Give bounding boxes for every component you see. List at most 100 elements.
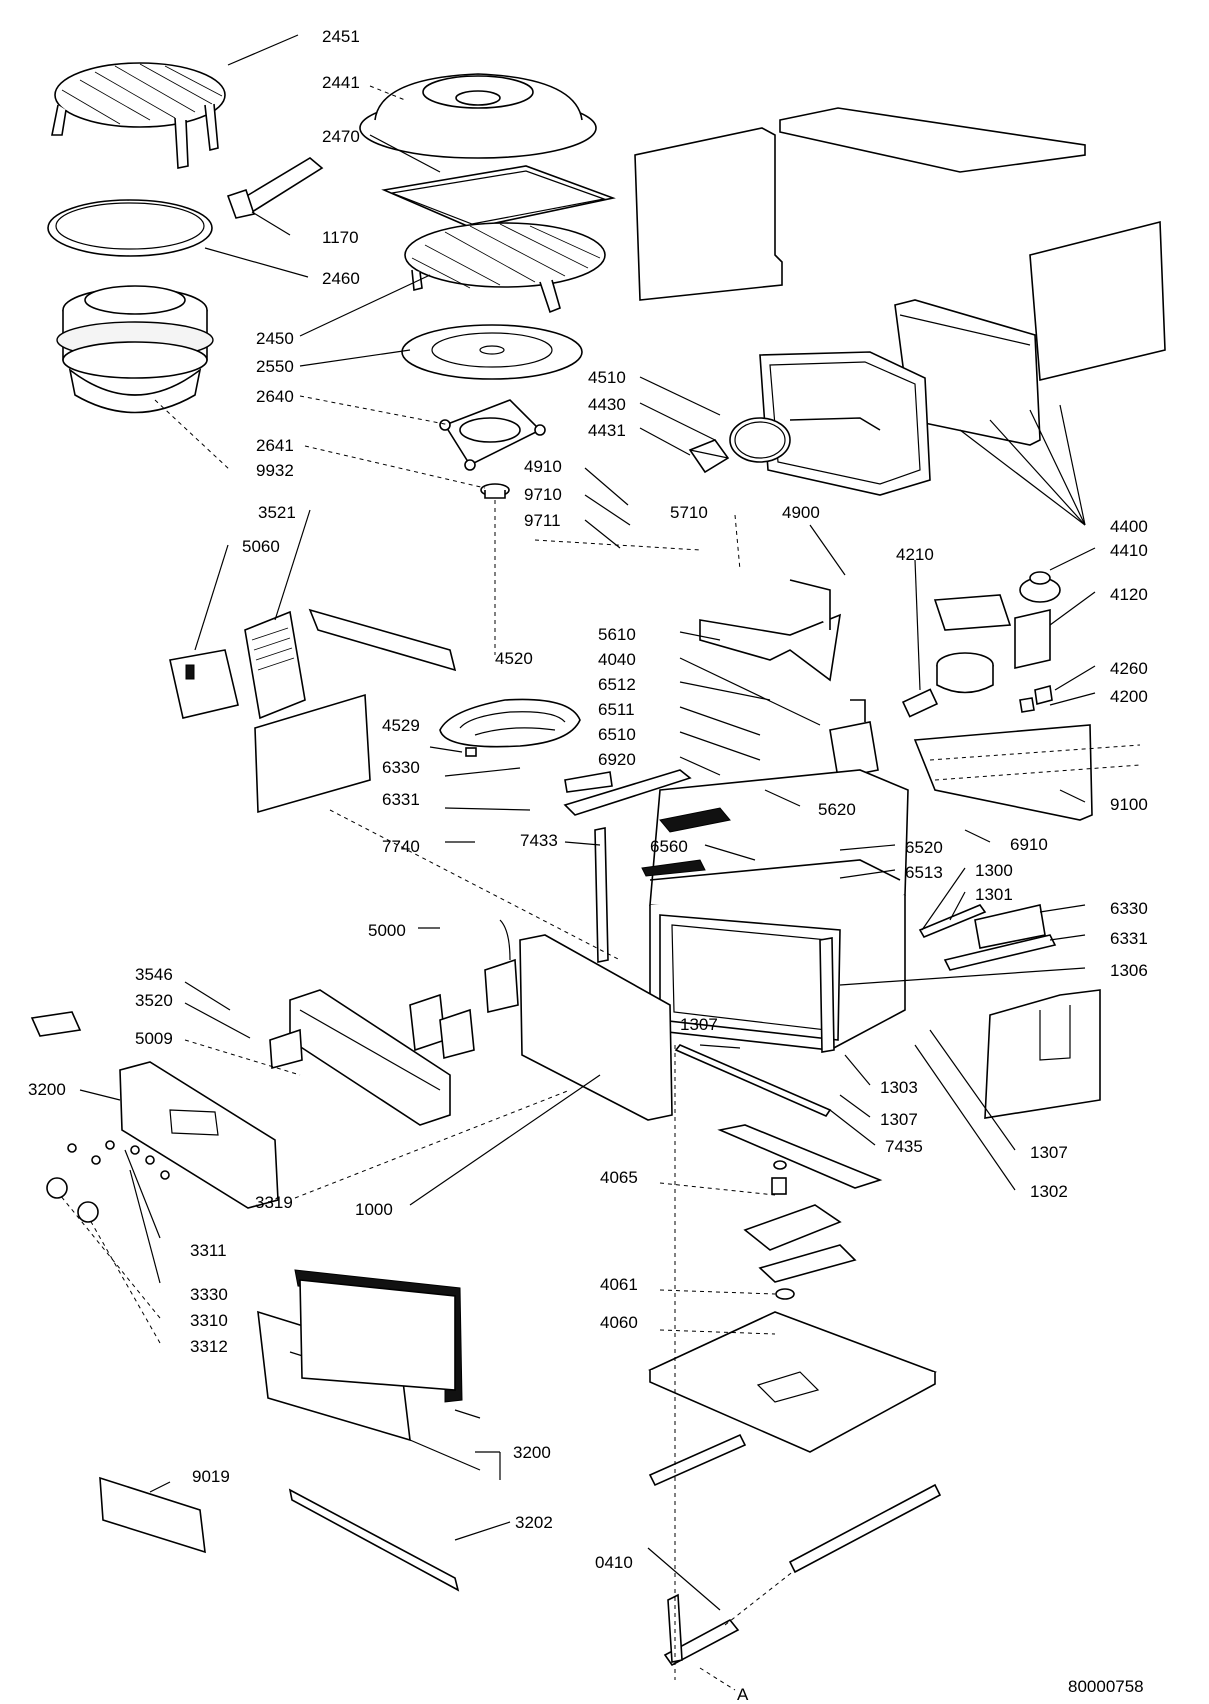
label-5620: 5620 <box>818 800 856 819</box>
label-4400: 4400 <box>1110 517 1148 536</box>
base-motor-parts <box>743 1160 857 1341</box>
crisp-plate <box>47 199 213 257</box>
right-rails <box>918 904 1057 971</box>
label-4120: 4120 <box>1110 585 1148 604</box>
label-2441: 2441 <box>322 73 360 92</box>
label-1301: 1301 <box>975 885 1013 904</box>
label-3330: 3330 <box>190 1285 228 1304</box>
bottom-trim <box>99 1476 206 1554</box>
transformer-group <box>933 571 1061 694</box>
magnetron-block <box>829 699 879 779</box>
reference-mark-a: A <box>737 1685 749 1704</box>
label-1307-b: 1307 <box>880 1110 918 1129</box>
label-3310: 3310 <box>190 1311 228 1330</box>
label-3311: 3311 <box>190 1241 227 1260</box>
knobs <box>46 1140 170 1223</box>
label-2450: 2450 <box>256 329 294 348</box>
label-6520: 6520 <box>905 838 943 857</box>
control-boards <box>169 608 457 720</box>
label-4510: 4510 <box>588 368 626 387</box>
label-7435: 7435 <box>885 1137 923 1156</box>
label-6330-left: 6330 <box>382 758 420 777</box>
label-4410: 4410 <box>1110 541 1148 560</box>
label-0410: 0410 <box>595 1553 633 1572</box>
long-strip <box>288 1488 460 1592</box>
label-9100: 9100 <box>1110 795 1148 814</box>
label-1302: 1302 <box>1030 1182 1068 1201</box>
label-5009: 5009 <box>135 1029 173 1048</box>
label-9019: 9019 <box>192 1467 230 1486</box>
label-4200: 4200 <box>1110 687 1148 706</box>
front-strips <box>594 827 835 1053</box>
label-4060: 4060 <box>600 1313 638 1332</box>
label-4520: 4520 <box>495 649 533 668</box>
label-6560: 6560 <box>650 837 688 856</box>
label-4431: 4431 <box>588 421 626 440</box>
round-rack-low <box>404 222 606 314</box>
label-2470: 2470 <box>322 127 360 146</box>
fan-blade <box>688 439 730 474</box>
flat-tray <box>381 165 616 229</box>
label-2550: 2550 <box>256 357 294 376</box>
right-bracket <box>913 724 1141 821</box>
base-plate <box>648 1311 937 1453</box>
label-7740: 7740 <box>382 837 420 856</box>
label-4210: 4210 <box>896 545 934 564</box>
label-3200-bottom: 3200 <box>513 1443 551 1462</box>
label-6512: 6512 <box>598 675 636 694</box>
label-1306: 1306 <box>1110 961 1148 980</box>
label-9932: 9932 <box>256 461 294 480</box>
label-6910: 6910 <box>1010 835 1048 854</box>
label-2641: 2641 <box>256 436 294 455</box>
part-number-labels: 2451 2441 2470 1170 2460 2450 2550 2640 … <box>28 27 1148 1704</box>
right-side-panel <box>984 989 1101 1119</box>
label-1307-a: 1307 <box>680 1015 718 1034</box>
label-7433: 7433 <box>520 831 558 850</box>
label-1303: 1303 <box>880 1078 918 1097</box>
label-5060: 5060 <box>242 537 280 556</box>
label-3319: 3319 <box>255 1193 293 1212</box>
label-1170: 1170 <box>322 228 359 247</box>
crisp-cover <box>359 73 597 159</box>
drawing-number: 80000758 <box>1068 1677 1144 1696</box>
gripper-handle <box>226 157 324 219</box>
label-2451: 2451 <box>322 27 360 46</box>
lower-rail <box>674 1044 883 1189</box>
label-3312: 3312 <box>190 1337 228 1356</box>
element-clip <box>465 747 477 757</box>
label-5000: 5000 <box>368 921 406 940</box>
control-module <box>269 989 451 1126</box>
label-6331-right: 6331 <box>1110 929 1148 948</box>
grill-element <box>439 698 581 748</box>
label-6510: 6510 <box>598 725 636 744</box>
leader-lines <box>59 34 1096 1691</box>
drive-coupler <box>480 483 510 499</box>
cabinet-panels <box>634 107 1166 446</box>
base-feet <box>648 1433 942 1667</box>
label-4430: 4430 <box>588 395 626 414</box>
label-9711: 9711 <box>524 511 561 530</box>
label-3520: 3520 <box>135 991 173 1010</box>
label-6513: 6513 <box>905 863 943 882</box>
label-4260: 4260 <box>1110 659 1148 678</box>
label-1000: 1000 <box>355 1200 393 1219</box>
label-9710: 9710 <box>524 485 562 504</box>
door-panel <box>519 934 673 1121</box>
label-6920: 6920 <box>598 750 636 769</box>
part-drawings <box>30 62 1166 1680</box>
steamer-set <box>56 285 214 414</box>
label-3200-top: 3200 <box>28 1080 66 1099</box>
oven-cavity <box>641 769 909 1051</box>
door-frames <box>759 351 931 496</box>
label-4061: 4061 <box>600 1275 638 1294</box>
fan-ring <box>729 417 791 463</box>
fan-housing <box>699 579 842 682</box>
label-3521: 3521 <box>258 503 296 522</box>
door-switches <box>409 919 519 1060</box>
label-4910: 4910 <box>524 457 562 476</box>
label-5710: 5710 <box>670 503 708 522</box>
label-4040: 4040 <box>598 650 636 669</box>
label-4900: 4900 <box>782 503 820 522</box>
label-6330-right: 6330 <box>1110 899 1148 918</box>
